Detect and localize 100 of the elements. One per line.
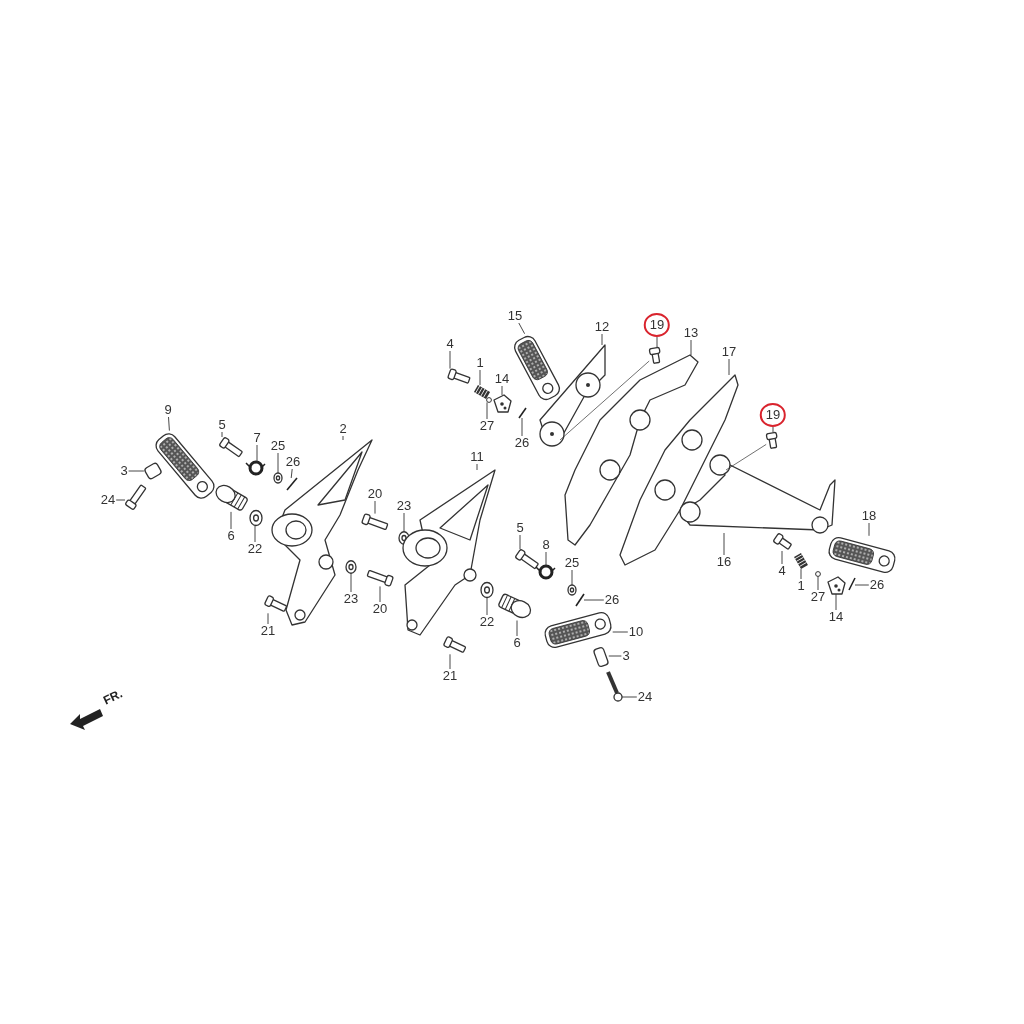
coil-spring xyxy=(473,385,491,399)
callout-number: 4 xyxy=(777,564,787,578)
detent-plate xyxy=(827,576,846,595)
leader-line xyxy=(501,385,503,396)
leader-line xyxy=(350,572,352,593)
leader-line xyxy=(486,401,488,420)
callout-number: 9 xyxy=(163,403,173,417)
pivot-collar xyxy=(215,484,249,512)
leader-line xyxy=(449,350,451,370)
cotter-pin xyxy=(286,477,298,491)
callout-number: 25 xyxy=(269,439,287,453)
leader-line xyxy=(403,512,405,533)
callout-number: 5 xyxy=(515,521,525,535)
collar xyxy=(143,461,163,481)
leader-line xyxy=(342,435,344,441)
leader-line xyxy=(256,444,258,463)
cotter-pin xyxy=(848,577,856,591)
callout-number: 26 xyxy=(603,593,621,607)
leader-line xyxy=(612,631,629,633)
washer xyxy=(480,581,494,599)
leader-line xyxy=(128,470,145,472)
bolt xyxy=(360,512,389,531)
leader-line xyxy=(854,584,870,586)
bolt xyxy=(263,594,288,613)
bolt xyxy=(772,532,793,550)
callout-number: 1 xyxy=(475,356,485,370)
callout-number: 4 xyxy=(445,337,455,351)
callout-number: 14 xyxy=(827,610,845,624)
callout-number: 10 xyxy=(627,625,645,639)
detent-plate xyxy=(493,394,512,413)
leader-line xyxy=(656,336,658,348)
leader-line xyxy=(379,585,381,603)
leader-line xyxy=(545,551,547,567)
alignment-line xyxy=(559,360,650,441)
leader-line xyxy=(608,655,622,657)
bolt xyxy=(124,484,147,511)
coil-spring xyxy=(794,552,808,570)
leader-line xyxy=(781,550,783,565)
callout-number: 13 xyxy=(682,326,700,340)
heel-guard xyxy=(619,374,739,566)
leader-line xyxy=(449,653,451,670)
leader-line xyxy=(621,696,638,698)
leader-line xyxy=(374,500,376,515)
leader-line xyxy=(728,358,730,376)
washer xyxy=(249,509,263,527)
leader-line xyxy=(254,525,256,543)
leader-line xyxy=(723,532,725,556)
callout-number: 2 xyxy=(338,422,348,436)
callout-number: 15 xyxy=(506,309,524,323)
ball xyxy=(815,571,821,577)
leader-line xyxy=(267,612,269,625)
bolt xyxy=(446,367,471,384)
callout-number: 22 xyxy=(246,542,264,556)
leader-line xyxy=(486,597,488,616)
bolt xyxy=(606,671,623,702)
leader-line xyxy=(868,522,870,537)
callout-number: 23 xyxy=(395,499,413,513)
callout-number: 21 xyxy=(259,624,277,638)
callout-number: 23 xyxy=(342,592,360,606)
callout-number: 6 xyxy=(512,636,522,650)
callout-number: 20 xyxy=(366,487,384,501)
washer xyxy=(567,584,577,596)
cotter-pin xyxy=(518,407,527,419)
leader-line xyxy=(583,599,605,601)
leader-line xyxy=(800,568,802,580)
leader-line xyxy=(168,416,170,432)
alignment-line xyxy=(725,444,767,471)
callout-number: 1 xyxy=(796,579,806,593)
callout-number: 19 xyxy=(759,403,787,427)
callout-number: 19 xyxy=(643,313,671,337)
callout-number: 5 xyxy=(217,418,227,432)
callout-number: 11 xyxy=(469,450,485,464)
callout-number: 26 xyxy=(868,578,886,592)
callout-number: 20 xyxy=(371,602,389,616)
leader-line xyxy=(476,463,478,471)
leader-line xyxy=(571,569,573,586)
leader-line xyxy=(115,499,126,501)
callout-number: 21 xyxy=(441,669,459,683)
spring xyxy=(535,564,556,580)
washer xyxy=(273,472,283,484)
callout-number: 17 xyxy=(720,345,738,359)
callout-number: 7 xyxy=(252,431,262,445)
collar xyxy=(592,646,610,668)
leader-line xyxy=(601,333,603,346)
cotter-pin xyxy=(575,593,585,607)
leader-line xyxy=(479,369,481,386)
callout-number: 6 xyxy=(226,529,236,543)
leader-line xyxy=(817,575,819,591)
bolt xyxy=(218,436,244,458)
callout-number: 27 xyxy=(478,419,496,433)
callout-number: 26 xyxy=(284,455,302,469)
footpeg-bracket xyxy=(679,454,836,534)
bolt xyxy=(514,548,540,570)
leader-line xyxy=(221,431,223,438)
leader-line xyxy=(230,511,232,530)
leader-line xyxy=(516,620,518,637)
leader-line xyxy=(521,417,523,437)
ball xyxy=(486,397,492,403)
washer xyxy=(345,560,357,574)
callout-number: 3 xyxy=(621,649,631,663)
